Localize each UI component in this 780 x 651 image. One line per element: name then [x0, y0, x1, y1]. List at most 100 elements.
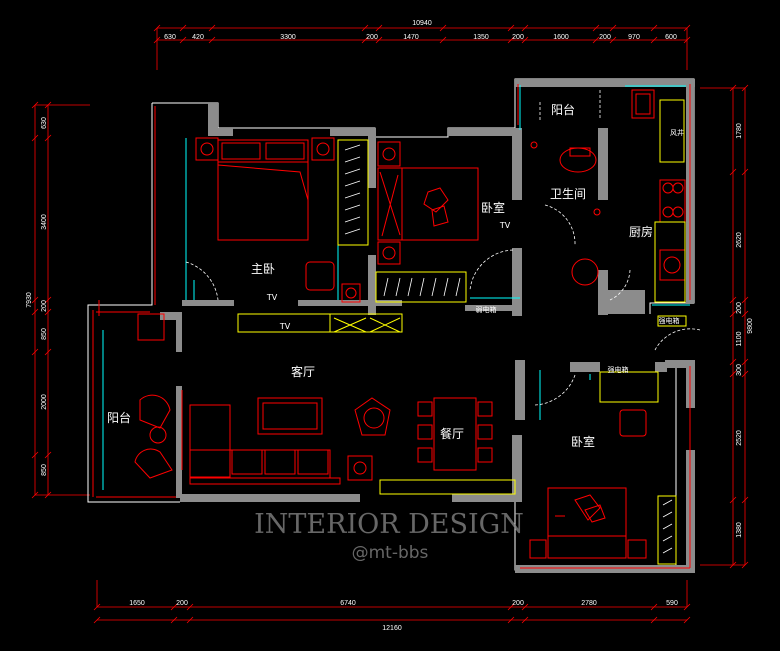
tv-label-bedroom: TV: [499, 221, 511, 230]
dim-tick: [507, 616, 515, 624]
dim-tick: [741, 310, 749, 318]
right-dim-0: 1780: [736, 123, 743, 139]
dim-tick: [521, 603, 529, 611]
bottom-dim-5: 590: [666, 600, 678, 607]
dim-tick: [170, 616, 178, 624]
dim-tick: [650, 36, 658, 44]
top-dim-2: 3300: [280, 34, 296, 41]
top-dim-values: 630 420 3300 200 1470 1350 200 1600 200 …: [164, 34, 677, 41]
top-dim-0: 630: [164, 34, 176, 41]
dim-tick: [44, 134, 52, 142]
right-dim-2: 200: [736, 302, 743, 314]
dim-tick: [44, 101, 52, 109]
dim-tick: [507, 603, 515, 611]
cabinet-label-kitchen: 强电箱: [659, 316, 680, 325]
dim-tick: [683, 24, 691, 32]
dim-tick: [179, 36, 187, 44]
right-dim-5: 2520: [736, 430, 743, 446]
right-dim-4: 300: [736, 364, 743, 376]
dim-tick: [439, 36, 447, 44]
room-living: 客厅: [291, 364, 315, 379]
dim-tick: [170, 603, 178, 611]
room-kitchen: 厨房: [629, 224, 653, 239]
right-dim-1: 2620: [736, 232, 743, 248]
overall-top-dim: 10940: [412, 20, 432, 27]
dim-tick: [153, 24, 161, 32]
doors: [185, 90, 701, 406]
room-bedroom-south: 卧室: [571, 434, 595, 449]
dim-tick: [186, 616, 194, 624]
dim-tick: [375, 36, 383, 44]
top-dim-5: 1350: [473, 34, 489, 41]
dim-tick: [741, 358, 749, 366]
dim-tick: [729, 370, 737, 378]
dim-tick: [31, 101, 39, 109]
room-balcony-top: 阳台: [551, 102, 575, 117]
top-dim-3: 200: [366, 34, 378, 41]
left-dim-0: 630: [41, 117, 48, 129]
dim-tick: [44, 296, 52, 304]
watermark-title: INTERIOR DESIGN: [254, 509, 524, 540]
bottom-dim-0: 1650: [129, 600, 145, 607]
dim-tick: [592, 24, 600, 32]
dim-tick: [208, 24, 216, 32]
dim-tick: [31, 491, 39, 499]
dim-tick: [741, 496, 749, 504]
room-balcony-west: 阳台: [107, 410, 131, 425]
dim-tick: [186, 603, 194, 611]
dim-tick: [44, 348, 52, 356]
dim-tick: [93, 616, 101, 624]
dim-tick: [729, 358, 737, 366]
top-dim-4: 1470: [403, 34, 419, 41]
dim-tick: [208, 36, 216, 44]
dim-tick: [609, 24, 617, 32]
dim-tick: [44, 308, 52, 316]
dim-tick: [31, 451, 39, 459]
bottom-dim-1: 200: [176, 600, 188, 607]
dim-tick: [507, 36, 515, 44]
dim-tick: [683, 603, 691, 611]
dim-tick: [521, 616, 529, 624]
dim-tick: [741, 561, 749, 569]
tv-label-living: TV: [279, 322, 291, 331]
dim-tick: [729, 168, 737, 176]
furniture: [134, 89, 686, 559]
dim-tick: [375, 24, 383, 32]
room-dining: 餐厅: [440, 426, 464, 441]
dim-tick: [31, 296, 39, 304]
dim-tick: [609, 36, 617, 44]
dim-tick: [521, 36, 529, 44]
right-dim-values: 1780 2620 200 1100 300 2520 1380: [736, 123, 743, 538]
dim-tick: [361, 36, 369, 44]
left-dim-values: 630 3400 200 850 2000 850: [41, 117, 48, 476]
dim-tick: [31, 308, 39, 316]
bottom-dim-2: 6740: [340, 600, 356, 607]
top-dim-1: 420: [192, 34, 204, 41]
bottom-dim-3: 200: [512, 600, 524, 607]
room-master-bedroom: 主卧: [251, 262, 275, 276]
dim-tick: [741, 168, 749, 176]
dim-tick: [650, 616, 658, 624]
dim-tick: [179, 24, 187, 32]
dim-tick: [683, 36, 691, 44]
left-dim-2: 200: [41, 300, 48, 312]
dim-tick: [44, 491, 52, 499]
dim-tick: [93, 603, 101, 611]
room-bathroom: 卫生间: [550, 187, 586, 201]
right-dim-3: 1100: [736, 331, 743, 346]
dim-tick: [361, 24, 369, 32]
dim-tick: [729, 561, 737, 569]
dim-tick: [683, 616, 691, 624]
overall-left-dim: 7930: [26, 292, 33, 308]
dim-tick: [741, 296, 749, 304]
fan-shaft-label: 风井: [670, 128, 684, 137]
watermark-sub: @mt-bbs: [352, 543, 429, 563]
left-dim-4: 2000: [41, 394, 48, 410]
dim-tick: [729, 84, 737, 92]
dim-tick: [521, 24, 529, 32]
dim-tick: [729, 296, 737, 304]
cabinets: [237, 99, 687, 565]
dim-tick: [31, 348, 39, 356]
room-bedroom-north: 卧室: [481, 200, 505, 215]
